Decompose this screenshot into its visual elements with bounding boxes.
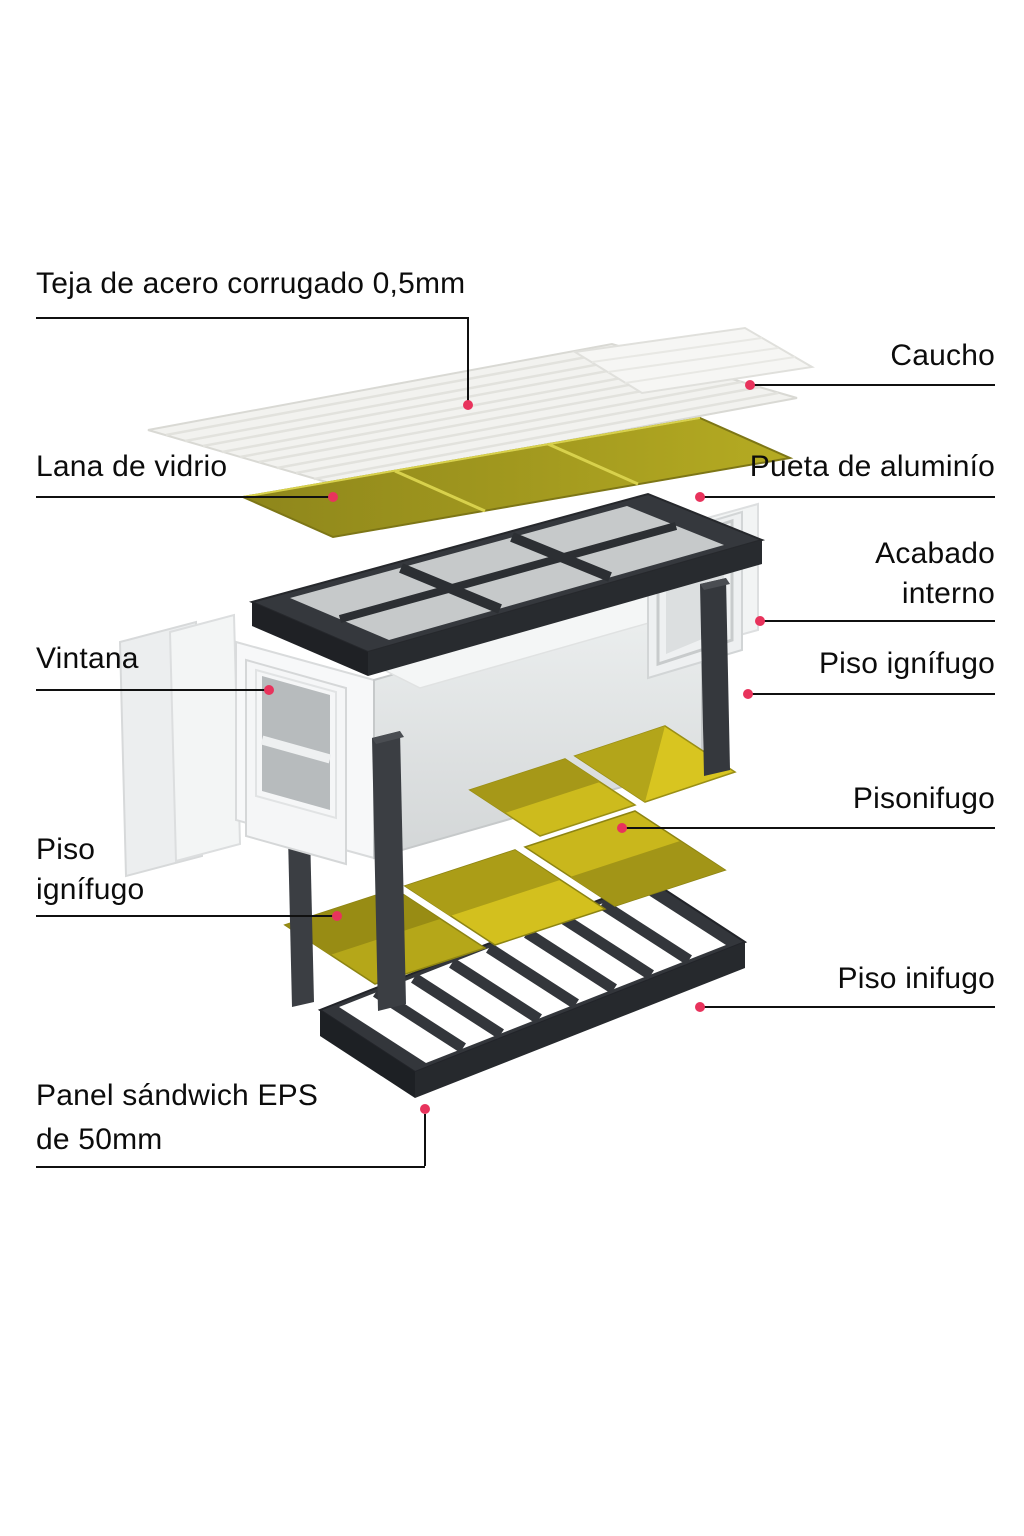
dot-vintana xyxy=(264,685,274,695)
label-vintana-text: Vintana xyxy=(36,642,139,675)
label-teja-text: Teja de acero corrugado 0,5mm xyxy=(36,267,466,300)
label-pisonifugo: Pisonifugo xyxy=(853,779,995,819)
base-frame-joists xyxy=(373,899,692,1053)
label-piso-inifugo: Piso inifugo xyxy=(838,959,996,999)
label-panel-eps-line2: de 50mm xyxy=(36,1123,163,1156)
leader-vintana xyxy=(36,689,269,691)
dot-acabado xyxy=(755,616,765,626)
label-lana: Lana de vidrio xyxy=(36,447,227,487)
roof-center-rail xyxy=(338,522,678,623)
label-piso-ignifugo-left: Piso ignífugo xyxy=(36,830,144,910)
label-lana-text: Lana de vidrio xyxy=(36,450,228,483)
roof-cross-beam xyxy=(510,532,612,582)
label-pueta: Pueta de aluminío xyxy=(750,447,995,487)
base-frame-side-front xyxy=(415,942,745,1098)
dot-piso-ignifugo-right xyxy=(743,689,753,699)
dot-pueta xyxy=(695,492,705,502)
rubber-sheet-lines xyxy=(591,337,796,384)
dot-lana xyxy=(328,492,338,502)
glass-wool-panel xyxy=(239,416,794,539)
label-piso-ignifugo-right-text: Piso ignífugo xyxy=(818,647,995,680)
label-piso-ignifugo-left-line1: Piso xyxy=(36,833,96,866)
leader-piso-ignifugo-left xyxy=(36,915,337,917)
label-panel-eps-line1: Panel sándwich EPS xyxy=(36,1079,319,1112)
corner-column-rear-left xyxy=(288,831,314,1007)
label-panel-eps: Panel sándwich EPS de 50mm xyxy=(36,1074,318,1162)
label-pisonifugo-text: Pisonifugo xyxy=(852,782,995,815)
label-piso-inifugo-text: Piso inifugo xyxy=(837,962,995,995)
label-teja: Teja de acero corrugado 0,5mm xyxy=(36,264,465,304)
dot-teja xyxy=(463,400,473,410)
leader-panel-eps-vertical xyxy=(424,1114,426,1166)
corner-columns xyxy=(288,578,730,1011)
leader-piso-ignifugo-right xyxy=(748,693,995,695)
dot-panel-eps xyxy=(420,1104,430,1114)
corner-column-right xyxy=(700,578,730,776)
label-piso-ignifugo-right: Piso ignífugo xyxy=(819,644,995,684)
wool-divider xyxy=(547,442,639,486)
label-acabado: Acabado interno xyxy=(875,534,995,614)
label-caucho: Caucho xyxy=(890,336,995,376)
base-frame-side-left xyxy=(320,1010,415,1098)
dot-pisonifugo xyxy=(617,823,627,833)
window-glass xyxy=(262,676,330,810)
roof-frame-side-front xyxy=(368,540,762,676)
base-steel-frame xyxy=(317,878,748,1098)
corrugation-lines xyxy=(165,347,779,481)
leader-pueta xyxy=(700,496,995,498)
label-caucho-text: Caucho xyxy=(890,339,995,372)
side-wall-panels xyxy=(118,613,242,878)
leader-pisonifugo xyxy=(622,827,995,829)
rubber-sheet xyxy=(572,326,815,395)
corner-column-front-left xyxy=(372,731,406,1011)
leader-caucho xyxy=(750,384,995,386)
leader-piso-inifugo xyxy=(700,1006,995,1008)
dot-caucho xyxy=(745,380,755,390)
label-acabado-line1: Acabado xyxy=(875,537,995,570)
wool-divider xyxy=(394,469,486,513)
label-acabado-line2: interno xyxy=(901,577,995,610)
window-assembly xyxy=(245,658,347,866)
dot-piso-ignifugo-left xyxy=(332,911,342,921)
label-piso-ignifugo-left-line2: ignífugo xyxy=(36,873,145,906)
roof-cross-beam xyxy=(399,563,502,614)
window-mullion xyxy=(260,735,332,764)
roof-frame-side-left xyxy=(252,602,368,676)
label-pueta-text: Pueta de aluminío xyxy=(749,450,995,483)
leader-teja xyxy=(36,317,469,319)
wool-top-edge xyxy=(242,417,701,498)
leader-acabado xyxy=(760,620,995,622)
leader-panel-eps xyxy=(36,1166,425,1168)
label-vintana: Vintana xyxy=(36,639,139,679)
dot-piso-inifugo xyxy=(695,1002,705,1012)
roof-steel-frame xyxy=(248,492,766,676)
leader-teja-vertical xyxy=(467,317,469,401)
leader-lana xyxy=(36,496,333,498)
